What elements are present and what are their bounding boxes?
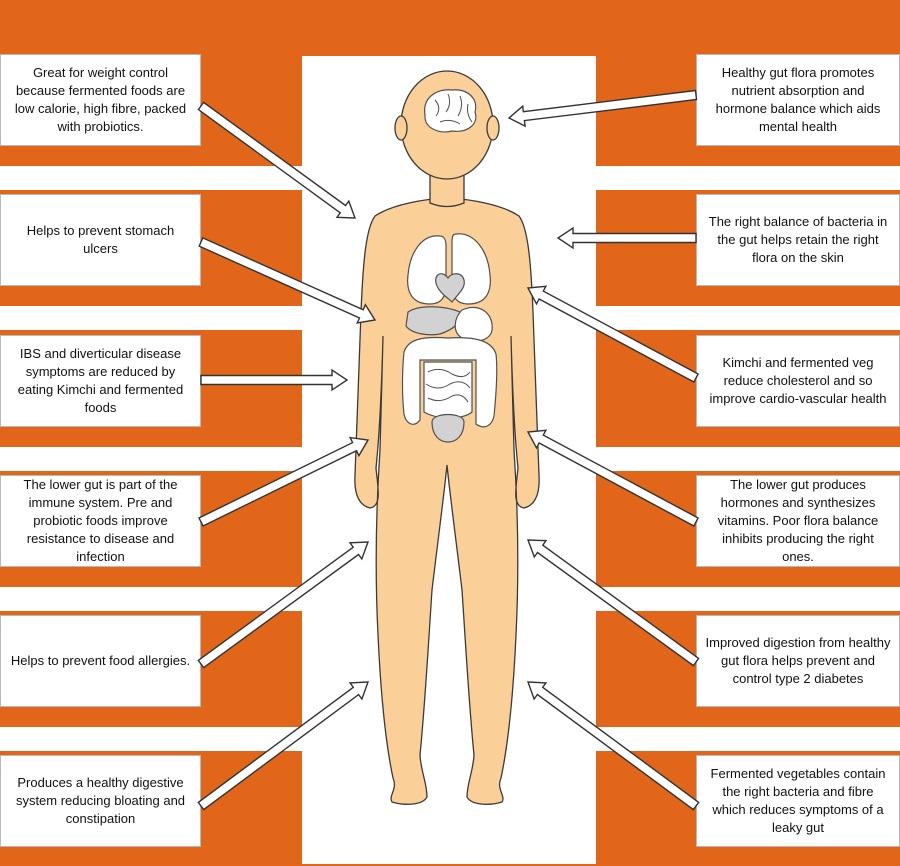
callout-text: The right balance of bacteria in the gut… (708, 214, 888, 265)
callout-text: IBS and diverticular disease symptoms ar… (17, 346, 184, 415)
arrow-leaky-gut (526, 681, 700, 811)
callout-mental-health: Healthy gut flora promotes nutrient abso… (696, 54, 900, 146)
callout-text: Fermented vegetables contain the right b… (710, 766, 886, 835)
intestines-icon (401, 336, 498, 428)
arrow-skin-flora (556, 226, 697, 250)
arrow-weight-control (197, 101, 357, 219)
callout-stomach-ulcers: Helps to prevent stomach ulcers (0, 194, 201, 286)
arrow-stomach-ulcers (198, 236, 377, 324)
callout-weight-control: Great for weight control because ferment… (0, 54, 201, 146)
callout-text: Kimchi and fermented veg reduce choleste… (709, 355, 887, 406)
callout-text: Produces a healthy digestive system redu… (15, 775, 186, 826)
callout-hormones-vitamins: The lower gut produces hormones and synt… (696, 475, 900, 567)
callout-immune-system: The lower gut is part of the immune syst… (0, 475, 201, 567)
callout-ibs: IBS and diverticular disease symptoms ar… (0, 335, 201, 427)
callout-text: The lower gut produces hormones and synt… (717, 477, 879, 564)
arrow-hormones-vitamins (526, 429, 700, 527)
callout-cardio: Kimchi and fermented veg reduce choleste… (696, 335, 900, 427)
heart-icon (435, 273, 465, 303)
callout-leaky-gut: Fermented vegetables contain the right b… (696, 755, 900, 847)
arrows-group (197, 89, 700, 811)
bladder-icon (431, 413, 465, 443)
callout-text: Healthy gut flora promotes nutrient abso… (715, 65, 881, 134)
arrow-food-allergies (197, 541, 370, 669)
arrow-diabetes (526, 539, 700, 667)
callout-text: Helps to prevent food allergies. (10, 653, 191, 668)
lungs-icon (407, 233, 491, 305)
callout-diabetes: Improved digestion from healthy gut flor… (696, 615, 900, 707)
arrow-mental-health (507, 89, 698, 128)
callout-food-allergies: Helps to prevent food allergies. (0, 615, 201, 707)
arrow-immune-system (198, 436, 370, 527)
arrow-digestive-system (197, 681, 370, 811)
arrow-cardio (526, 285, 700, 383)
brain-icon (424, 89, 477, 133)
arrow-ibs (200, 368, 349, 392)
callout-text: Great for weight control because ferment… (14, 65, 187, 134)
callout-text: Helps to prevent stomach ulcers (26, 223, 175, 256)
stomach-liver-icon (405, 306, 493, 342)
callout-skin-flora: The right balance of bacteria in the gut… (696, 194, 900, 286)
left-ear (394, 115, 408, 141)
right-ear (486, 115, 500, 141)
human-body-figure (354, 70, 540, 805)
callout-digestive-system: Produces a healthy digestive system redu… (0, 755, 201, 847)
callout-text: Improved digestion from healthy gut flor… (705, 635, 891, 686)
callout-text: The lower gut is part of the immune syst… (23, 477, 178, 564)
